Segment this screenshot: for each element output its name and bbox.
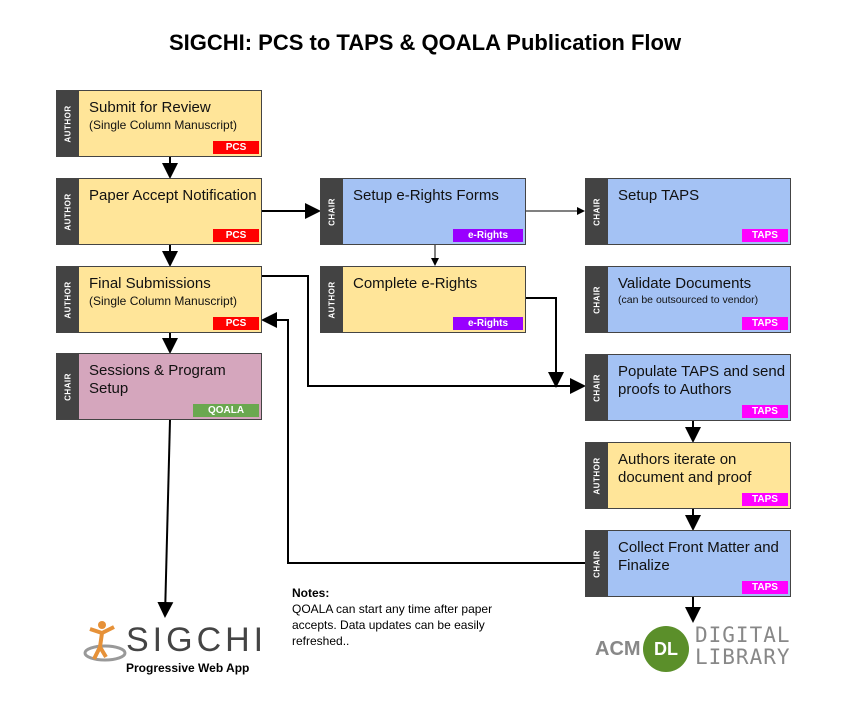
notes-text: QOALA can start any time after paper acc… [292, 602, 493, 648]
step-title: Setup e-Rights Forms [353, 187, 499, 204]
sigchi-caption: Progressive Web App [126, 661, 250, 675]
system-tag: e-Rights [453, 317, 523, 330]
step-subtitle: (Single Column Manuscript) [89, 118, 238, 132]
step-authors-iterate: AUTHOR Authors iterate on document and p… [585, 442, 791, 509]
notes-heading: Notes: [292, 586, 330, 600]
step-final-submissions: AUTHOR Final Submissions (Single Column M… [56, 266, 262, 333]
step-title: Final Submissions [89, 275, 211, 292]
step-title: Submit for Review [89, 99, 211, 116]
system-tag: TAPS [742, 229, 788, 242]
role-label: CHAIR [63, 372, 73, 401]
role-label: CHAIR [592, 373, 602, 402]
step-subtitle: (Single Column Manuscript) [89, 294, 238, 308]
system-tag: PCS [213, 141, 259, 154]
step-title: Complete e-Rights [353, 275, 478, 292]
system-tag: PCS [213, 317, 259, 330]
role-label: CHAIR [592, 285, 602, 314]
step-title: Populate TAPS and send proofs to Authors [618, 363, 786, 398]
arrow-sessions-to-sigchi [157, 419, 174, 618]
step-title: Setup TAPS [618, 187, 700, 204]
system-tag: TAPS [742, 493, 788, 506]
step-validate-documents: CHAIR Validate Documents (can be outsourc… [585, 266, 791, 333]
step-title: Sessions & Program Setup [89, 362, 226, 397]
digital-text: DIGITAL [695, 623, 791, 647]
acm-text: ACM [595, 638, 641, 660]
sigchi-logo: SIGCHI Progressive Web App [80, 615, 263, 685]
arrow-final-to-populate [262, 275, 586, 394]
step-populate-taps: CHAIR Populate TAPS and send proofs to A… [585, 354, 791, 421]
step-submit-for-review: AUTHOR Submit for Review (Single Column M… [56, 90, 262, 157]
notes: Notes: QOALA can start any time after pa… [292, 585, 532, 649]
step-title: Paper Accept Notification [89, 187, 257, 204]
step-setup-taps: CHAIR Setup TAPS TAPS [585, 178, 791, 245]
step-complete-erights: AUTHOR Complete e-Rights e-Rights [320, 266, 526, 333]
step-collect-front-matter: CHAIR Collect Front Matter and Finalize … [585, 530, 791, 597]
diagram-title: SIGCHI: PCS to TAPS & QOALA Publication … [168, 30, 682, 55]
role-label: AUTHOR [63, 104, 73, 143]
system-tag: PCS [213, 229, 259, 242]
sigchi-logo-text: SIGCHI [126, 621, 268, 659]
system-tag: QOALA [193, 404, 259, 417]
step-setup-erights: CHAIR Setup e-Rights Forms e-Rights [320, 178, 526, 245]
role-label: AUTHOR [327, 280, 337, 319]
system-tag: TAPS [742, 581, 788, 594]
step-title: Authors iterate on document and proof [618, 451, 752, 486]
role-label: CHAIR [592, 549, 602, 578]
role-label: AUTHOR [63, 192, 73, 231]
arrow-collect-to-final [261, 312, 585, 564]
step-subtitle: (can be outsourced to vendor) [618, 294, 759, 306]
role-label: CHAIR [592, 197, 602, 226]
role-label: AUTHOR [63, 280, 73, 319]
system-tag: TAPS [742, 405, 788, 418]
role-label: CHAIR [327, 197, 337, 226]
library-text: LIBRARY [695, 645, 791, 669]
step-title: Collect Front Matter and Finalize [618, 539, 779, 574]
step-sessions-program: CHAIR Sessions & Program Setup QOALA [56, 353, 262, 420]
system-tag: TAPS [742, 317, 788, 330]
arrow-complete-to-populate [526, 297, 564, 388]
dl-badge-icon: DL [643, 626, 689, 672]
sigchi-figure-icon [83, 621, 127, 662]
step-paper-accept: AUTHOR Paper Accept Notification PCS [56, 178, 262, 245]
system-tag: e-Rights [453, 229, 523, 242]
step-title: Validate Documents [618, 275, 752, 292]
role-label: AUTHOR [592, 456, 602, 495]
